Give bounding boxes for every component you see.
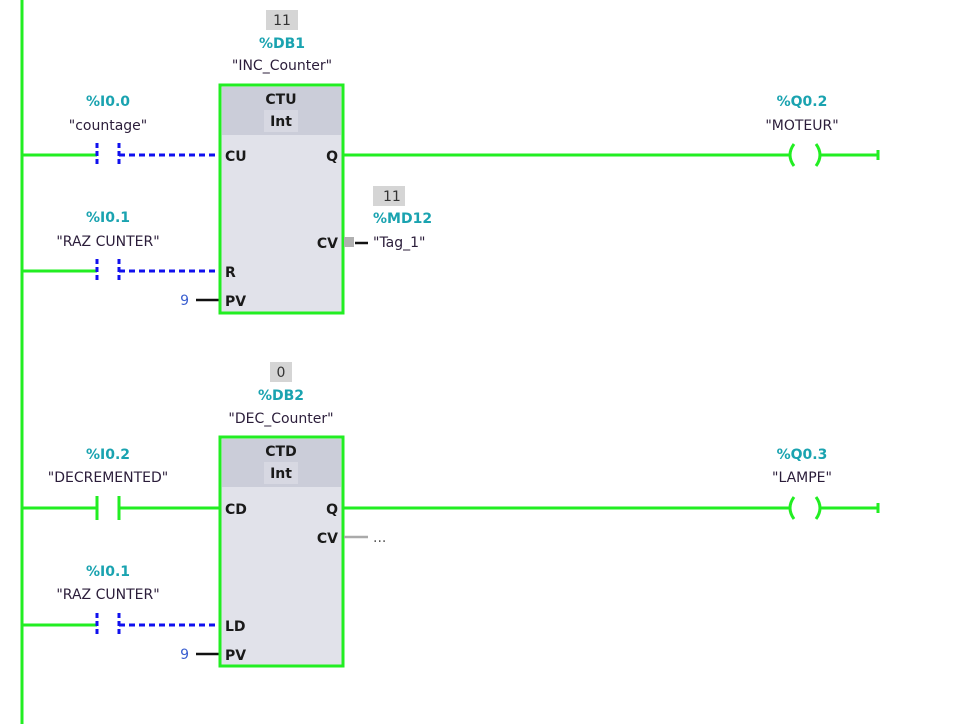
cv-connector: [344, 237, 354, 247]
contact-decremented[interactable]: %I0.2 "DECREMENTED": [22, 447, 220, 520]
instance-value-box: [270, 362, 292, 382]
cv-placeholder[interactable]: ...: [373, 530, 386, 546]
contact-symbol: "RAZ CUNTER": [56, 587, 159, 603]
cv-address[interactable]: %MD12: [373, 211, 432, 227]
block-type: CTD: [265, 444, 296, 460]
instance-address[interactable]: %DB1: [259, 36, 305, 52]
pin-q: Q: [326, 502, 338, 518]
pin-pv: PV: [225, 294, 246, 310]
contact-symbol: "RAZ CUNTER": [56, 234, 159, 250]
coil-lampe[interactable]: %Q0.3 "LAMPE": [772, 447, 880, 520]
block-datatype[interactable]: Int: [270, 466, 292, 482]
coil-icon: [788, 143, 796, 167]
pin-cv: CV: [317, 531, 338, 547]
contact-raz-cunter[interactable]: %I0.1 "RAZ CUNTER": [22, 210, 220, 283]
instance-name[interactable]: "INC_Counter": [232, 58, 332, 74]
pin-r: R: [225, 265, 236, 281]
pin-cv: CV: [317, 236, 338, 252]
pin-q: Q: [326, 149, 338, 165]
contact-symbol: "DECREMENTED": [48, 470, 168, 486]
cv-value: 11: [383, 189, 401, 205]
pin-pv: PV: [225, 648, 246, 664]
instance-value-box: [266, 10, 298, 30]
cv-value-box: [373, 186, 405, 206]
contact-address: %I0.1: [86, 210, 130, 226]
instance-name[interactable]: "DEC_Counter": [228, 411, 333, 427]
block-datatype[interactable]: Int: [270, 114, 292, 130]
coil-address: %Q0.3: [777, 447, 828, 463]
contact-raz-cunter[interactable]: %I0.1 "RAZ CUNTER": [22, 564, 220, 637]
pin-cu: CU: [225, 149, 247, 165]
instance-value: 0: [277, 365, 286, 381]
coil-icon: [788, 496, 796, 520]
pv-constant[interactable]: 9: [180, 293, 189, 309]
ctu-block[interactable]: CTU Int CU R PV Q CV: [218, 83, 345, 315]
pv-constant[interactable]: 9: [180, 647, 189, 663]
contact-symbol: "countage": [69, 118, 147, 134]
cv-symbol[interactable]: "Tag_1": [373, 235, 426, 251]
coil-symbol: "LAMPE": [772, 470, 832, 486]
coil-symbol: "MOTEUR": [765, 118, 838, 134]
network-2: 0 %DB2 "DEC_Counter" %I0.2 "DECREMENTED"…: [22, 362, 880, 668]
pin-ld: LD: [225, 619, 246, 635]
contact-address: %I0.2: [86, 447, 130, 463]
pin-cd: CD: [225, 502, 247, 518]
contact-countage[interactable]: %I0.0 "countage": [22, 94, 220, 167]
instance-value: 11: [273, 13, 291, 29]
ctd-block[interactable]: CTD Int CD LD PV Q CV: [218, 435, 345, 668]
coil-address: %Q0.2: [777, 94, 828, 110]
instance-address[interactable]: %DB2: [258, 388, 304, 404]
block-type: CTU: [265, 92, 296, 108]
coil-moteur[interactable]: %Q0.2 "MOTEUR": [765, 94, 880, 167]
network-1: 11 %DB1 "INC_Counter" %I0.0 "countage" %…: [22, 10, 880, 315]
contact-address: %I0.0: [86, 94, 130, 110]
contact-address: %I0.1: [86, 564, 130, 580]
